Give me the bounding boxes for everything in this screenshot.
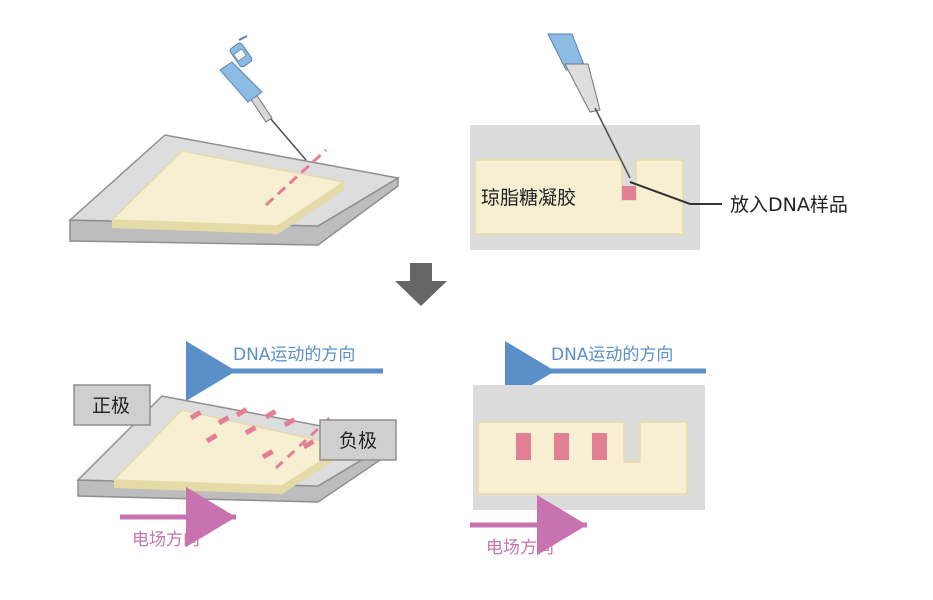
down-arrow-icon (395, 263, 447, 306)
dna-band (592, 433, 607, 460)
pipette-tip-icon (547, 33, 631, 179)
dna-band (235, 407, 248, 418)
dna-band (217, 415, 230, 426)
dna-band (283, 417, 296, 428)
sample-wells (264, 148, 328, 207)
result-cross-section-gel (477, 421, 688, 495)
dna-band (189, 410, 202, 421)
bottom-right-panel: DNA运动的方向 电场方向 (470, 341, 706, 558)
top-right-panel: 琼脂糖凝胶 放入DNA样品 (470, 33, 848, 250)
field-direction-label-left: 电场方向 (132, 530, 200, 550)
dna-band (244, 425, 257, 436)
positive-electrode-box (73, 384, 151, 426)
dna-direction-label-left: DNA运动的方向 (233, 345, 355, 365)
agarose-gel (110, 150, 346, 227)
gel-cross-section (474, 159, 684, 235)
sample-callout-line (629, 181, 722, 205)
agarose-gel-label: 琼脂糖凝胶 (481, 187, 576, 209)
field-direction-label-right: 电场方向 (486, 538, 554, 558)
negative-electrode-label: 负极 (339, 430, 377, 452)
dna-band (516, 433, 531, 460)
dna-sample-in-well (622, 186, 636, 200)
bottom-left-panel: DNA运动的方向 正极 负极 电场方向 (73, 341, 398, 550)
dna-bands (189, 407, 315, 460)
dna-band (302, 439, 315, 450)
dna-band (261, 449, 274, 460)
top-left-panel (68, 35, 401, 246)
pipette-icon (219, 35, 307, 161)
dna-band (264, 409, 277, 420)
add-dna-sample-label: 放入DNA样品 (730, 194, 848, 216)
positive-electrode-label: 正极 (92, 395, 130, 417)
dna-direction-label-right: DNA运动的方向 (551, 345, 673, 365)
negative-electrode-box (319, 419, 397, 461)
dna-band (205, 433, 218, 444)
dna-band (554, 433, 569, 460)
